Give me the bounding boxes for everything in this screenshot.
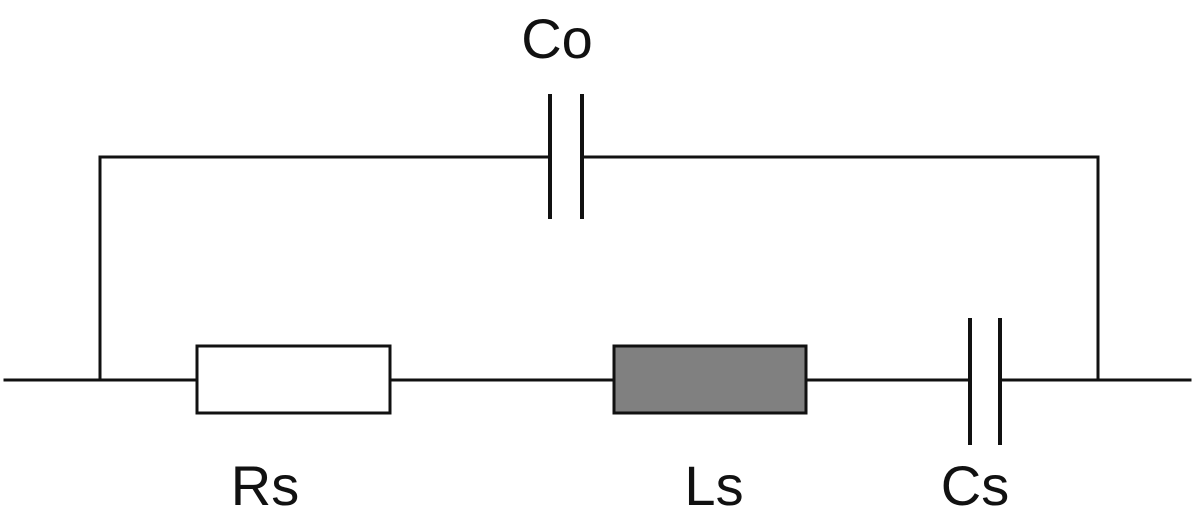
resistor-rs-label: Rs bbox=[231, 454, 299, 517]
capacitor-cs-label: Cs bbox=[941, 454, 1009, 517]
resistor-rs bbox=[195, 344, 392, 415]
capacitor-co bbox=[548, 94, 584, 219]
inductor-ls bbox=[612, 344, 808, 415]
capacitor-cs bbox=[968, 318, 1002, 445]
inductor-ls-label: Ls bbox=[684, 454, 743, 517]
capacitor-co-label: Co bbox=[521, 7, 593, 70]
